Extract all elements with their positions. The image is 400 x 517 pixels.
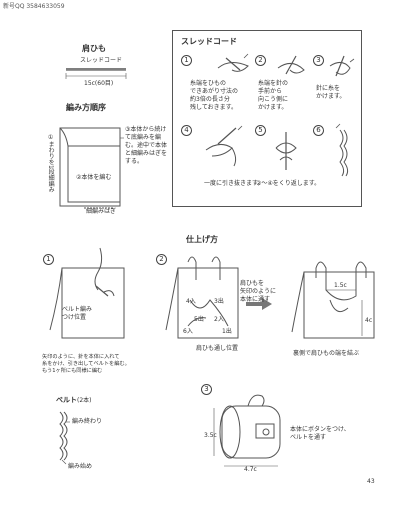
thread-step-3-num: 3 [313,55,324,66]
thread-step-1-num: 1 [181,55,192,66]
thread-step-3-illustration [329,55,355,77]
finish-2-point-3: 3出 [214,298,224,305]
thread-step-6-num: 6 [313,125,324,136]
thread-step-4-text: 一度に引き抜きます。 [204,180,264,187]
thread-step-5-num: 5 [255,125,266,136]
pouch-width-label: 4.7c [244,466,257,473]
finish-step-3-num: 3 [201,384,212,395]
finish-2-bottom-label: 肩ひも通し位置 [196,345,239,352]
order-bottom-note: 細編みはぎ [86,208,117,215]
thread-step-1-text: 糸端をひもの できあがり寸法の 約3倍の長さ分 残しておきます。 [190,80,239,112]
finish-step-1-num: 1 [43,254,54,265]
thread-step-1-illustration [217,53,249,72]
finish-2-right-measure: 1.5c [334,282,347,289]
belt-chain-2 [63,411,68,461]
finish-2-route [189,299,229,327]
finish-2-strap-note: 肩ひもを 矢印のように 本体に通す [240,280,277,304]
belt-title-label: ベルト [56,396,77,404]
thread-step-3-text: 針に糸を かけます。 [316,85,346,101]
pouch-strap-loop [247,394,265,407]
thread-step-5-text: ②〜④をくり返します。 [256,180,321,187]
thread-step-5-illustration [275,132,297,170]
finish-step-2-num: 2 [156,254,167,265]
finish-2-right-knot [329,299,349,313]
finish-2-right-bag [303,271,375,339]
finish-1-loop [103,290,115,297]
finish-2-point-1: 1出 [222,328,232,335]
finish-step-1-label: ベルト編みつけ位置 [62,306,93,322]
order-bag-flap [59,127,69,147]
pouch-body [221,405,281,459]
finish-2-right-measure-2: 4c [365,317,373,324]
thread-step-2-illustration [277,55,305,75]
finish-2-strap-a [187,256,197,280]
thread-step-6-illustration [335,123,349,177]
finish-2-route-2 [187,317,207,327]
order-left-note: ①まわりを1段細編み [47,134,55,193]
finish-2-right-note: 裏側で肩ひもの端を結ぶ [293,350,360,357]
finish-2-point-4: 4入 [186,298,196,305]
strap-length-label: 15c(60目) [84,80,114,87]
belt-chain [59,411,64,461]
finish-1-hook-tip [95,285,109,297]
finish-2-strap-b [211,256,221,280]
order-bag-inner [67,145,121,203]
finish-2-point-5: 5出 [194,316,204,323]
finish-1-hook [94,247,103,291]
finish-2-right-flap [291,271,305,333]
top-watermark: 新号QQ 3584633059 [3,3,65,10]
page-number: 43 [367,478,375,485]
finish-2-bag-flap [165,267,179,331]
pouch-note: 本体にボタンをつけ、 ベルトを通す [290,426,350,442]
strap-title: 肩ひも [82,44,106,53]
finish-step-1-note: 矢印のように、針を本体に入れて 糸をかけ、引き出してベルトを編む。 もう1ヶ所に… [42,354,130,375]
belt-title: ベルト(2本) [56,396,92,405]
pouch-height-label: 3.5c [204,432,217,439]
belt-end-label: 編み終わり [72,418,103,425]
pouch-belt [255,423,275,439]
finish-2-right-strap [315,261,367,301]
pouch-left-end [219,405,241,459]
finish-title: 仕上げ方 [186,235,218,244]
thread-step-2-text: 糸端を針の 手前から 向こう側に かけます。 [258,80,289,112]
finish-1-bag-flap [49,267,63,331]
order-title: 編み方順序 [66,103,106,112]
finish-2-bag-body [177,267,239,339]
thread-step-2-num: 2 [255,55,266,66]
strap-cord-label: スレッドコード [80,57,123,64]
thread-step-4-num: 4 [181,125,192,136]
finish-2-arrow-head [262,298,272,310]
thread-step-4-illustration [205,125,243,167]
order-step2-label: ②本体を編む [76,174,112,181]
finish-2-point-6: 6入 [183,328,193,335]
order-step3-label: ③本体から続けて底編みを編む。途中で本体と細編みはぎをする。 [125,126,168,166]
thread-cord-title: スレッドコード [181,37,237,46]
finish-2-point-2: 2入 [214,316,224,323]
belt-start-label: 編み始め [68,463,93,470]
pouch-button [262,428,270,436]
finish-1-bag-body [61,267,125,339]
belt-count: (2本) [77,397,92,404]
belt-start-leader [61,459,67,465]
thread-cord-panel [172,30,362,207]
